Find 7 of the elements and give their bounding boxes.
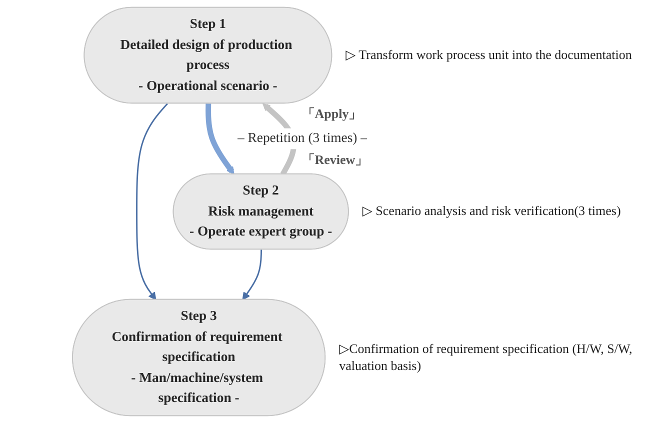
arrow: [206, 104, 234, 175]
edge-label: – Repetition (3 times) –: [237, 130, 368, 146]
bullet-note: ▷ Transform work process unit into the documentation: [346, 46, 633, 64]
arrow: [242, 250, 262, 300]
bullet-note: ▷ Scenario analysis and risk verification(3 times): [362, 203, 622, 220]
arrow: [136, 103, 168, 300]
bullet-note: ▷Confirmation of requirement specification (H/W, S/W, valuation basis): [339, 340, 634, 374]
